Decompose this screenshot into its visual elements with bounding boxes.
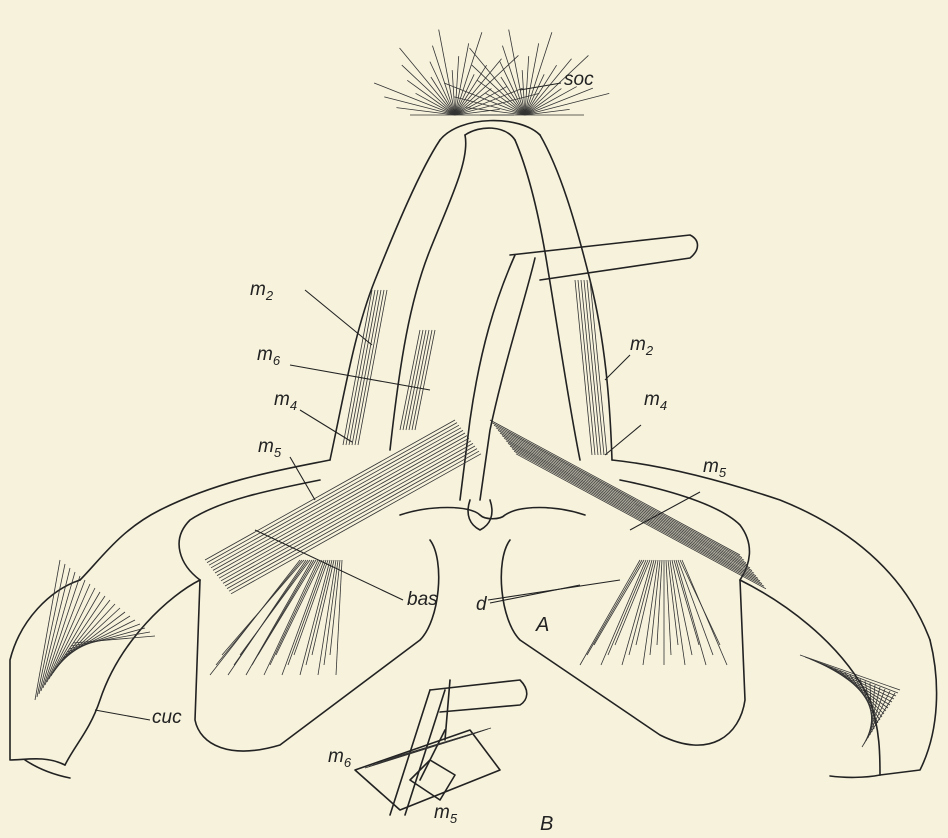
panel-b-drawing (355, 680, 527, 815)
label-m6-panel-b: m6 (328, 746, 352, 770)
label-m5-right: m5 (703, 456, 727, 480)
hatch-stroke (657, 560, 662, 645)
hatch-stroke (674, 560, 699, 645)
hatch-stroke (835, 669, 886, 711)
label-soc: soc (564, 69, 594, 90)
hatch-stroke (500, 433, 750, 568)
hatch-stroke (229, 451, 479, 591)
hatch-stroke (666, 560, 671, 655)
hatch-stroke (37, 564, 65, 697)
hatch-stroke (343, 290, 372, 445)
label-m6-upper: m6 (257, 344, 281, 368)
hatch-stroke (358, 290, 387, 445)
hatch-stroke (608, 560, 648, 655)
hatch-stroke (678, 560, 713, 655)
label-m5-panel-b: m5 (434, 802, 458, 826)
label-m5-left: m5 (258, 436, 282, 460)
hatch-stroke (355, 290, 384, 445)
hatch-stroke (221, 441, 471, 581)
hatch-stroke (213, 430, 463, 570)
hatch-stroke (412, 330, 432, 430)
hatch-stroke (805, 657, 898, 693)
hatch-stroke (384, 97, 455, 115)
hatch-stroke (525, 93, 609, 115)
hatch-stroke (498, 430, 748, 565)
hatch-stroke (300, 560, 330, 675)
label-bas: bas (407, 589, 438, 610)
hatch-stroke (800, 655, 900, 690)
hatch-stroke (496, 428, 746, 563)
hatch-stroke (594, 560, 644, 645)
hatch-stroke (415, 330, 435, 430)
hatch-stroke (430, 62, 455, 115)
hatch-stroke (352, 290, 381, 445)
hatch-stroke (400, 48, 455, 115)
hatch-stroke (400, 330, 420, 430)
hatch-stroke (43, 576, 80, 688)
hatch-stroke (41, 572, 75, 691)
hatch-stroke (490, 420, 740, 555)
hatch-stroke (207, 423, 457, 563)
label-m4-left: m4 (274, 389, 297, 413)
muscle-m5-right (490, 420, 766, 589)
hatch-stroke (403, 330, 423, 430)
hatch-stroke (231, 454, 481, 594)
hatch-stroke (215, 433, 465, 573)
hatch-stroke (409, 330, 429, 430)
hatch-stroke (682, 560, 727, 665)
muscle-strands (343, 280, 607, 455)
label-cuc: cuc (152, 707, 182, 728)
hatch-stroke (494, 425, 744, 560)
hatch-stroke (209, 425, 459, 565)
hatch-stroke (336, 560, 342, 675)
hatch-stroke (222, 560, 304, 655)
label-d: d (476, 594, 488, 615)
hatch-stroke (492, 423, 742, 558)
label-m2-left: m2 (250, 279, 274, 303)
label-m2-right: m2 (630, 334, 654, 358)
hatch-stroke (629, 560, 654, 655)
hatch-stroke (587, 560, 642, 655)
hatch-stroke (830, 667, 888, 708)
hatch-stroke (672, 560, 692, 655)
panel-label-b: B (540, 813, 553, 835)
hatch-stroke (825, 665, 890, 705)
hatch-stroke (622, 560, 652, 665)
hatch-stroke (470, 48, 525, 115)
hatch-stroke (406, 330, 426, 430)
hatch-stroke (211, 428, 461, 568)
hatch-stroke (227, 449, 477, 589)
hatch-stroke (601, 560, 646, 665)
label-m4-right: m4 (644, 389, 667, 413)
hatch-stroke (393, 728, 491, 758)
hatch-stroke (636, 560, 656, 645)
hatch-stroke (217, 436, 467, 576)
basal-fan-bristles (210, 560, 727, 675)
hatch-stroke (516, 454, 766, 589)
hatch-stroke (205, 420, 455, 560)
panel-label-a: A (535, 614, 549, 636)
panel-a-drawing (10, 30, 937, 778)
hatch-stroke (223, 443, 473, 583)
